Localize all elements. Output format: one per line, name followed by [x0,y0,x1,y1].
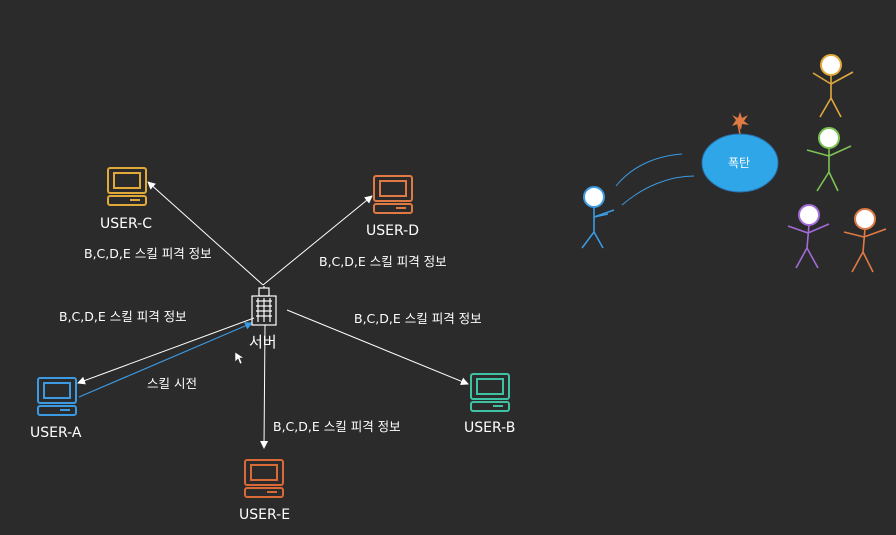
mouse-cursor-icon [234,351,245,365]
edge-user-a-to-server-cast [78,322,253,398]
user-c-label: USER-C [100,216,152,232]
target-figure-green [806,127,852,192]
edge-server-to-user-d [262,195,373,286]
server-node: 서버 [249,286,277,351]
user-a-label: USER-A [30,425,82,441]
edge-server-to-user-b [286,309,469,386]
edge-label-cast: 스킬 시전 [147,376,197,391]
computer-icon [373,175,413,214]
computer-icon [37,377,77,416]
target-figure-red [843,208,887,273]
edge-label-to-b: B,C,D,E 스킬 피격 정보 [354,311,482,326]
edge-labels: B,C,D,E 스킬 피격 정보 B,C,D,E 스킬 피격 정보 B,C,D,… [59,246,482,434]
target-figure-purple [787,204,830,269]
computer-icon [244,459,284,498]
edge-label-to-a: B,C,D,E 스킬 피격 정보 [59,309,187,324]
computer-icon [470,373,510,412]
user-b-node: USER-B [464,373,515,436]
user-c-node: USER-C [100,167,152,232]
edges [77,181,469,449]
edge-server-to-user-e [260,324,269,449]
user-a-node: USER-A [30,377,82,441]
user-d-label: USER-D [366,223,419,239]
edge-server-to-user-a [77,317,255,385]
target-figure-orange [812,54,854,118]
throw-trajectory [621,175,695,206]
throw-trajectory [615,153,683,187]
edge-label-to-d: B,C,D,E 스킬 피격 정보 [319,254,447,269]
user-d-node: USER-D [366,175,419,239]
edge-label-to-c: B,C,D,E 스킬 피격 정보 [84,246,212,261]
edge-server-to-user-c [147,181,264,286]
user-b-label: USER-B [464,420,515,436]
user-e-node: USER-E [239,459,290,523]
edge-label-to-e: B,C,D,E 스킬 피격 정보 [273,419,401,434]
bomb-scene: 폭탄 [581,54,887,273]
bomb-icon [701,112,779,193]
user-e-label: USER-E [239,507,290,523]
server-building-icon [251,286,277,326]
thrower-figure [581,186,615,249]
server-label: 서버 [249,333,277,351]
bomb-label: 폭탄 [728,156,750,170]
computer-icon [107,167,147,206]
